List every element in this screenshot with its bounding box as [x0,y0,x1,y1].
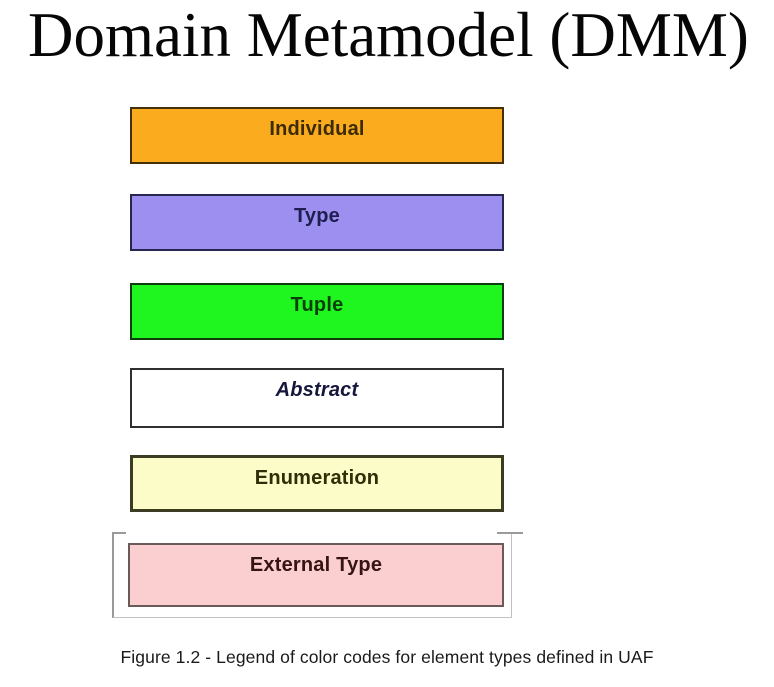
page-title: Domain Metamodel (DMM) [28,0,749,70]
legend-box-individual: Individual [130,107,504,164]
frame-corner-tick-right [497,532,523,534]
legend-box-type: Type [130,194,504,251]
external-type-frame: External Type [112,532,523,618]
legend-label-abstract: Abstract [275,379,359,401]
legend-box-external-type: External Type [128,543,504,607]
figure-caption: Figure 1.2 - Legend of color codes for e… [120,647,654,667]
legend-label-individual: Individual [269,118,365,140]
legend-label-tuple: Tuple [290,294,344,316]
legend-box-abstract: Abstract [130,368,504,428]
frame-corner-tick-left [112,532,126,534]
legend-label-external-type: External Type [249,554,383,576]
legend-label-enumeration: Enumeration [254,467,380,489]
legend-label-type: Type [294,205,340,227]
legend-box-enumeration: Enumeration [130,455,504,512]
legend-box-tuple: Tuple [130,283,504,340]
